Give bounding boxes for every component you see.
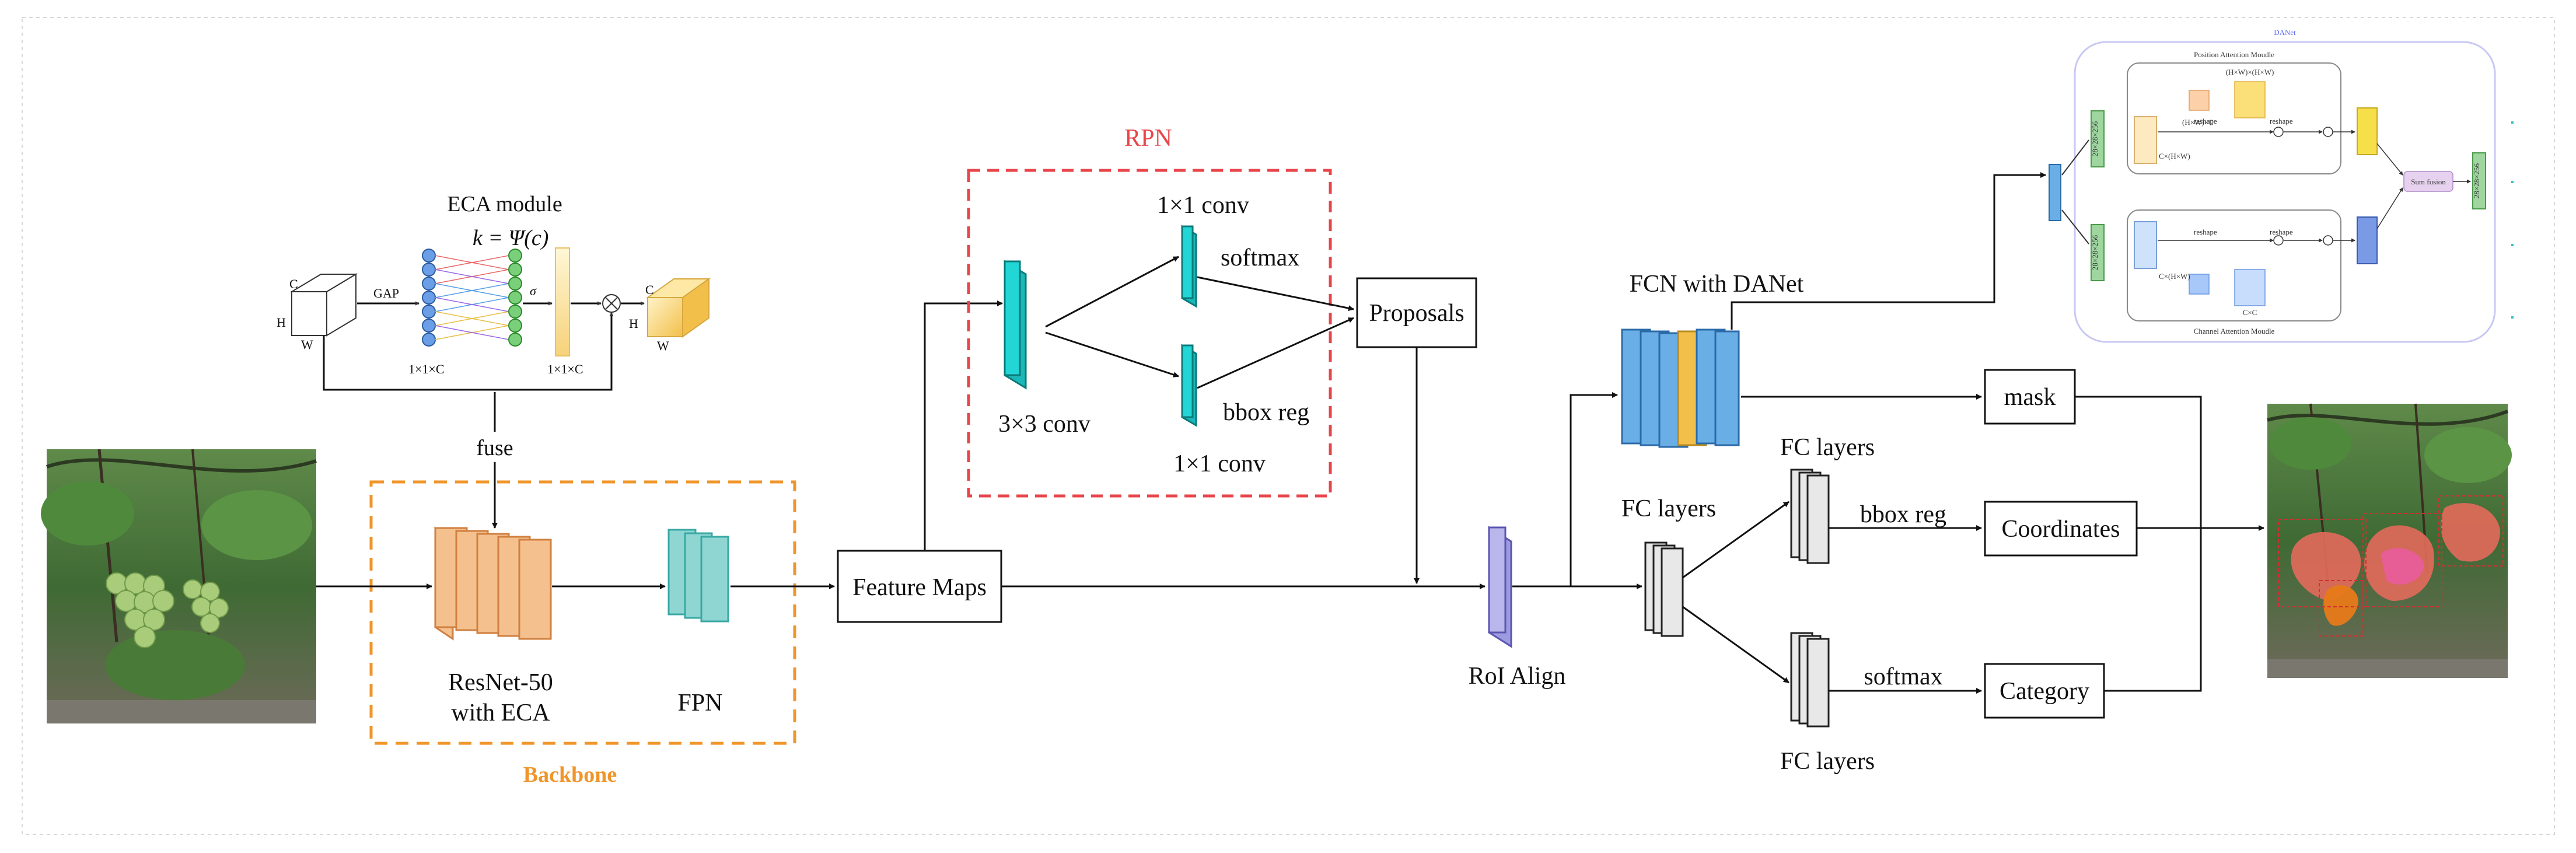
- fc-layers-softmax: [1790, 632, 1830, 728]
- softmax-to-proposals-arrow: [1197, 276, 1354, 312]
- rpn-softmax-conv: [1181, 225, 1197, 308]
- eca-attention-bar: [555, 247, 570, 356]
- rpn-conv3-label: 3×3 conv: [998, 411, 1090, 438]
- danet-reshape-b: reshape: [2270, 117, 2293, 125]
- fc-layers-bottom-label: FC layers: [1780, 748, 1875, 775]
- fcn-to-danet-arrow: [1731, 172, 2046, 330]
- eca-out-dim-h: H: [629, 316, 638, 331]
- rpn-to-bbox-conv-arrow: [1045, 331, 1179, 377]
- category-box: [1984, 663, 2105, 719]
- danet-c-hw-a: C×(H×W): [2159, 152, 2190, 160]
- rpn-title: RPN: [1124, 125, 1172, 152]
- eca-skip-path: [323, 312, 614, 391]
- eca-dim-h: H: [277, 315, 286, 330]
- input-grape-image: [41, 449, 317, 723]
- danet-sum-fusion: Sum fusion: [2411, 177, 2446, 186]
- fc-layers-bbox: [1790, 469, 1830, 564]
- danet-dim-a: 28×28×256: [2091, 121, 2099, 156]
- eca-formula: k = Ψ(c): [473, 226, 548, 250]
- danet-dim-b: 28×28×256: [2091, 235, 2099, 270]
- proposals-label: Proposals: [1369, 300, 1464, 327]
- eca-input-cube: [289, 273, 358, 337]
- danet-dim-c: 28×28×256: [2472, 163, 2481, 198]
- danet-c-hw-top: (H×W)×C: [2182, 118, 2214, 127]
- category-label: Category: [2000, 678, 2089, 705]
- eca-out-dim-w: W: [657, 338, 669, 353]
- danet-reshape-d: reshape: [2270, 228, 2293, 236]
- mask-to-merge-line: [2075, 396, 2202, 692]
- danet-c-hw-b: C×(H×W): [2159, 272, 2190, 281]
- fpn-label: FPN: [677, 690, 722, 716]
- rpn-conv1-bottom-label: 1×1 conv: [1173, 450, 1266, 477]
- rpn-to-softmax-conv-arrow: [1045, 256, 1179, 328]
- fpn-layers: [667, 529, 729, 623]
- resnet-label-line2: with ECA: [451, 700, 550, 726]
- eca-input-nodes: [422, 249, 436, 347]
- roi-align-label: RoI Align: [1469, 663, 1566, 690]
- coordinates-box: [1984, 501, 2138, 557]
- rpn-softmax-label: softmax: [1221, 244, 1299, 271]
- fc-layers-mid-label: FC layers: [1621, 495, 1716, 522]
- fc-layers-mid: [1644, 541, 1684, 637]
- eca-dim-w: W: [301, 337, 313, 352]
- danet-inset: DANet 28×28×256 28×28×256 Position Atten…: [2049, 28, 2496, 343]
- fuse-label-bg: [467, 432, 523, 462]
- eca-output-nodes: [508, 249, 522, 347]
- fc-to-softmax-fc-arrow: [1682, 606, 1789, 684]
- eca-output-cube: [645, 278, 711, 338]
- proposals-box: [1356, 277, 1477, 348]
- danet-cam-title: Channel Attention Moudle: [2194, 327, 2275, 335]
- feature-maps-label: Feature Maps: [852, 574, 987, 601]
- fcn-label: FCN with DANet: [1630, 271, 1804, 298]
- eca-sigma: σ: [530, 284, 537, 298]
- danet-reshape-c: reshape: [2194, 228, 2217, 236]
- mask-label: mask: [2004, 384, 2056, 411]
- eca-title: ECA module: [447, 192, 562, 216]
- bbox-reg-label: bbox reg: [1860, 501, 1946, 528]
- eca-module: ECA module k = Ψ(c) C H W GAP: [277, 192, 711, 391]
- backbone-box: [369, 480, 796, 745]
- roi-align-layer: [1488, 526, 1512, 648]
- resnet-layers: [434, 526, 552, 641]
- softmax-label: softmax: [1864, 663, 1942, 690]
- rpn-conv3-layer: [1004, 260, 1027, 390]
- eca-shape-1: 1×1×C: [408, 362, 445, 376]
- bbox-to-proposals-arrow: [1197, 317, 1354, 389]
- danet-reshape-a: reshape: [2194, 117, 2217, 125]
- eca-shape-2: 1×1×C: [547, 362, 583, 376]
- eca-gap-label: GAP: [373, 286, 399, 300]
- rpn-bbox-conv: [1181, 344, 1197, 427]
- fc-to-bbox-fc-arrow: [1682, 501, 1789, 579]
- fcn-layers: [1621, 328, 1740, 448]
- eca-conv-links: [435, 255, 509, 340]
- backbone-title: Backbone: [523, 763, 617, 787]
- danet-pam-title: Position Attention Moudle: [2194, 50, 2274, 59]
- rpn-box: [967, 169, 1332, 498]
- danet-hw-hw: (H×W)×(H×W): [2226, 68, 2274, 76]
- danet-title: DANet: [2274, 28, 2296, 37]
- eca-multiply-icon: [602, 294, 621, 313]
- rpn-conv1-top-label: 1×1 conv: [1157, 192, 1249, 219]
- eca-out-dim-c: C: [645, 282, 654, 297]
- eca-dim-c: C: [289, 277, 298, 291]
- fuse-label: fuse: [476, 436, 513, 460]
- feature-maps-box: [837, 550, 1002, 623]
- coordinates-label: Coordinates: [2002, 516, 2120, 543]
- fc-layers-top-label: FC layers: [1780, 434, 1875, 461]
- danet-edge-ticks: [2511, 121, 2514, 319]
- danet-c-c: C×C: [2243, 308, 2257, 317]
- featuremaps-to-rpn-arrow: [924, 300, 1003, 551]
- roi-to-fcn-arrow: [1512, 392, 1618, 588]
- mask-box: [1984, 369, 2076, 425]
- output-segmented-image: [2267, 403, 2512, 678]
- resnet-label-line1: ResNet-50: [448, 669, 553, 696]
- outer-frame: [22, 17, 2555, 835]
- rpn-bbox-reg-label: bbox reg: [1223, 399, 1309, 426]
